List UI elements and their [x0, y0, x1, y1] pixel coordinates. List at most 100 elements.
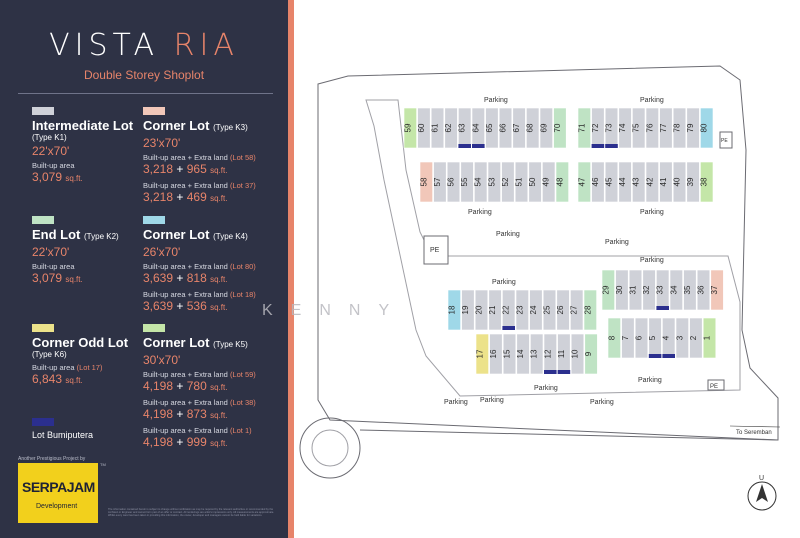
lot-number: 33 — [656, 285, 665, 294]
lot-43 — [632, 161, 646, 203]
bumiputera-marker — [662, 354, 675, 358]
lot-number: 59 — [403, 123, 412, 132]
lot-number: 51 — [515, 177, 524, 186]
lot-number: 24 — [529, 305, 538, 314]
lot-34 — [669, 269, 683, 311]
lot-number: 29 — [601, 285, 610, 294]
legend-corner-lot-k4: Corner Lot (Type K4) 26'x70' Built-up ar… — [143, 216, 256, 315]
lot-47 — [577, 161, 591, 203]
lot-area: 6,843 sq.ft. — [32, 372, 128, 388]
direction-arrow-line — [729, 425, 781, 428]
parking-label: Parking — [590, 399, 614, 406]
lot-67 — [512, 107, 526, 149]
pe-label: PE — [721, 138, 728, 144]
lot-59 — [403, 107, 417, 149]
pe-box — [423, 235, 449, 265]
legend-corner-odd-lot: Corner Odd Lot (Type K6) Built-up area (… — [32, 324, 128, 388]
lot-number: 16 — [489, 349, 498, 358]
lot-size: 22'x70' — [32, 245, 70, 259]
lot-number: 1 — [703, 335, 712, 340]
lot-number: 58 — [419, 177, 428, 186]
lot-24 — [529, 289, 543, 331]
lot-80 — [700, 107, 714, 149]
lot-area-label: Built-up area + Extra land (Lot 37) — [143, 181, 256, 190]
lot-number: 13 — [530, 349, 539, 358]
lot-26 — [556, 289, 570, 331]
lot-number: 67 — [512, 123, 521, 132]
lot-number: 23 — [515, 305, 524, 314]
lot-number: 30 — [615, 285, 624, 294]
lot-number: 34 — [669, 285, 678, 294]
lot-area-row: 3,639 + 818 sq.ft. — [143, 271, 228, 285]
lot-16 — [489, 333, 503, 375]
lot-number: 22 — [502, 305, 511, 314]
lot-number: 77 — [659, 123, 668, 132]
lot-44 — [618, 161, 632, 203]
bumiputera-marker — [591, 144, 605, 148]
lot-56 — [446, 161, 461, 203]
pe-box — [707, 379, 725, 391]
lot-area-label: Built-up area (Lot 17) — [32, 363, 103, 372]
lot-49 — [542, 161, 556, 203]
swatch-bumiputera — [32, 418, 54, 426]
bumiputera-marker — [605, 144, 618, 148]
lot-number: 80 — [700, 123, 709, 132]
lot-17 — [475, 333, 489, 375]
lot-type: (Type K6) — [32, 350, 67, 359]
lot-number: 75 — [632, 123, 641, 132]
parking-label: Parking — [640, 97, 664, 104]
lot-type: (Type K2) — [84, 232, 119, 241]
lot-area-value: 3,079 — [32, 271, 63, 285]
lot-69 — [539, 107, 553, 149]
lot-9 — [584, 333, 598, 375]
lot-number: 38 — [700, 177, 709, 186]
lot-41 — [659, 161, 673, 203]
lot-number: 68 — [526, 123, 535, 132]
lot-number: 4 — [662, 335, 671, 340]
lot-30 — [615, 269, 629, 311]
pe-box — [719, 131, 733, 149]
lot-number: 73 — [605, 123, 614, 132]
lot-number: 43 — [632, 177, 641, 186]
swatch-intermediate — [32, 107, 54, 115]
lot-area-row: 3,639 + 536 sq.ft. — [143, 299, 228, 313]
lot-48 — [555, 161, 569, 203]
logo-subtext: Development — [36, 503, 78, 510]
parking-label: Parking — [480, 397, 504, 404]
lot-45 — [604, 161, 619, 203]
lot-number: 41 — [659, 177, 668, 186]
lot-57 — [433, 161, 447, 203]
lot-number: 40 — [673, 177, 682, 186]
lot-number: 31 — [629, 285, 638, 294]
direction-label: To Seremban — [736, 430, 772, 436]
lot-area-row: 4,198 + 873 sq.ft. — [143, 407, 228, 421]
lot-68 — [526, 107, 540, 149]
brand-subtitle: Double Storey Shoplot — [83, 68, 205, 82]
bumiputera-marker — [544, 370, 557, 374]
lot-54 — [474, 161, 488, 203]
lot-65 — [485, 107, 499, 149]
lot-type: (Type K4) — [213, 232, 248, 241]
lot-39 — [686, 161, 700, 203]
lot-area-row: 3,218 + 469 sq.ft. — [143, 190, 228, 204]
lot-number: 27 — [570, 305, 579, 314]
brand-title-accent: RIA — [173, 28, 239, 63]
lot-79 — [686, 107, 700, 149]
lot-number: 66 — [499, 123, 508, 132]
bumiputera-marker — [502, 326, 515, 330]
lot-number: 45 — [605, 177, 614, 186]
lot-74 — [618, 107, 632, 149]
lot-number: 50 — [528, 177, 537, 186]
lot-number: 74 — [618, 123, 627, 132]
lot-area-row: 3,218 + 965 sq.ft. — [143, 162, 228, 176]
lot-number: 61 — [431, 123, 440, 132]
lot-area-label: Built-up area + Extra land (Lot 1) — [143, 426, 252, 435]
lot-3 — [675, 317, 689, 359]
lot-78 — [672, 107, 687, 149]
lot-number: 53 — [487, 177, 496, 186]
lot-area-label: Built-up area + Extra land (Lot 38) — [143, 398, 256, 407]
lot-number: 12 — [543, 349, 552, 358]
lot-18 — [447, 289, 461, 331]
lot-number: 15 — [503, 349, 512, 358]
